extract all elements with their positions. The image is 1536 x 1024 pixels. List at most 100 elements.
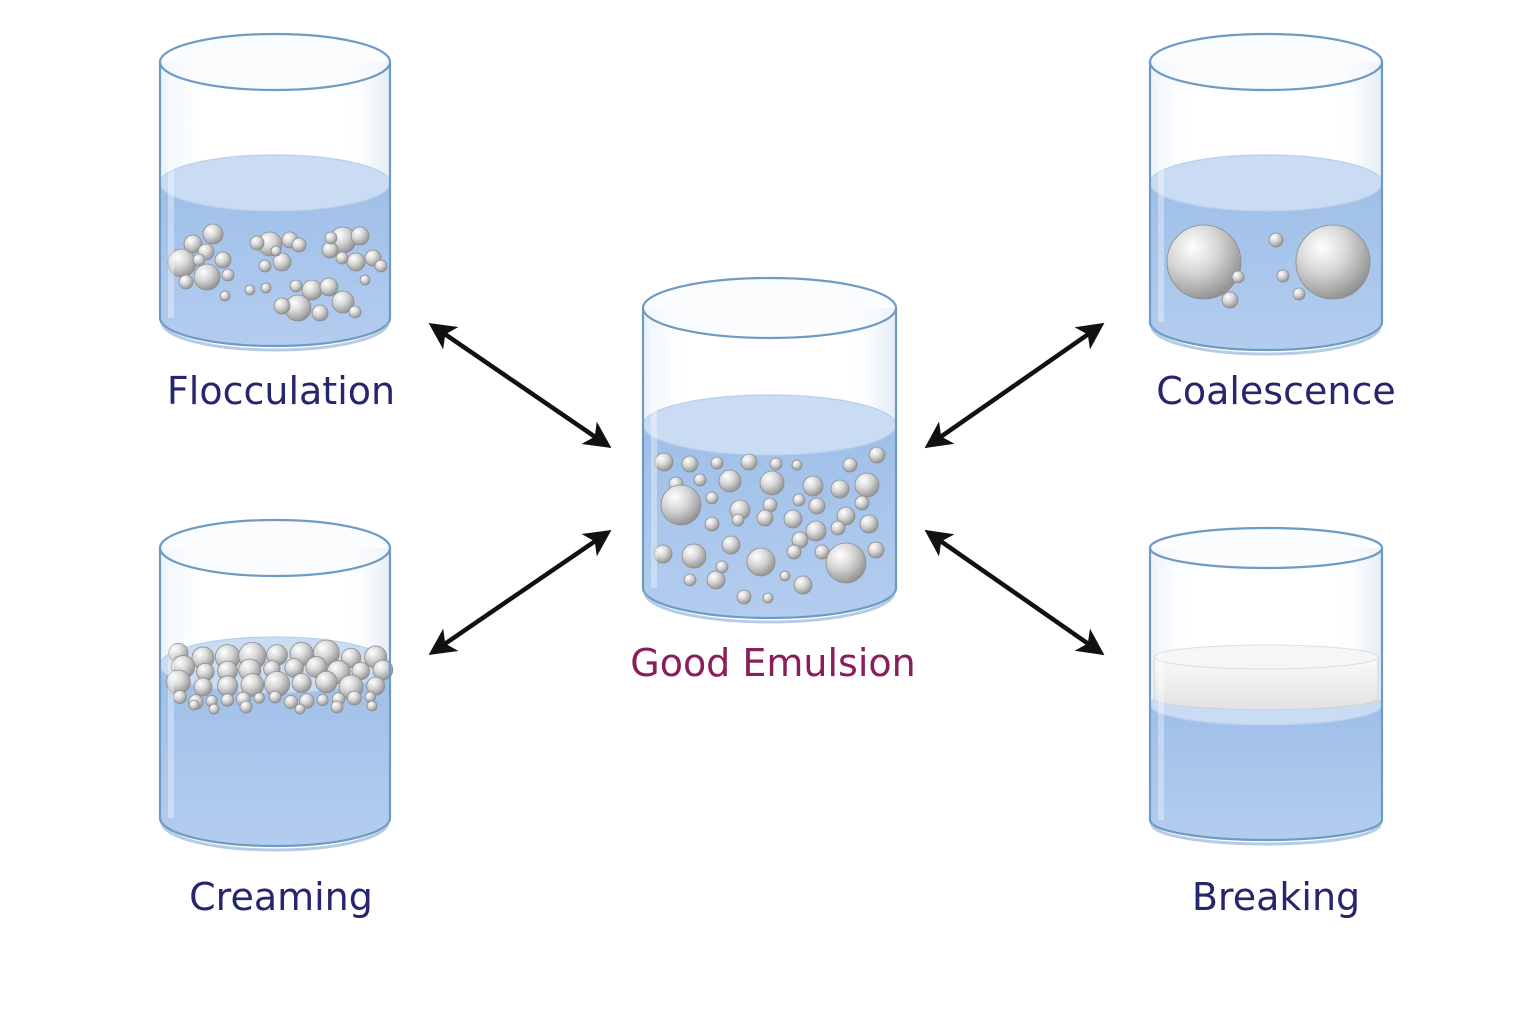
droplet [289, 279, 303, 293]
droplet [769, 457, 783, 471]
droplet [324, 231, 338, 245]
droplet [321, 241, 339, 259]
glass-highlight [1158, 82, 1164, 322]
glass-rim [1148, 32, 1384, 92]
droplet [273, 297, 291, 315]
label-breaking: Breaking [1191, 875, 1361, 919]
droplet [704, 516, 720, 532]
droplet [253, 692, 265, 704]
droplet [854, 495, 870, 511]
droplet [366, 700, 378, 712]
liquid [1150, 705, 1382, 840]
droplet [1166, 224, 1242, 300]
droplet [372, 659, 394, 681]
droplet [706, 570, 726, 590]
droplet [188, 699, 200, 711]
glass-highlight [651, 328, 657, 588]
droplet [193, 263, 221, 291]
droplet [1231, 270, 1245, 284]
droplet [721, 535, 741, 555]
droplet [294, 703, 306, 715]
glass-base [1150, 325, 1382, 356]
droplet [867, 541, 885, 559]
arrow-to-coalescence [924, 322, 1105, 449]
droplet [792, 493, 806, 507]
droplet [808, 497, 826, 515]
droplet [260, 282, 272, 294]
droplet [825, 542, 867, 584]
droplet [1295, 224, 1371, 300]
droplet [718, 469, 742, 493]
droplet [346, 252, 366, 272]
glass-base [160, 321, 390, 352]
beaker-good-emulsion [641, 276, 898, 624]
droplet [1268, 232, 1284, 248]
droplet [192, 253, 206, 267]
label-flocculation: Flocculation [166, 369, 396, 413]
droplet [374, 259, 388, 273]
droplet [311, 304, 329, 322]
droplet [786, 544, 802, 560]
droplet [202, 223, 224, 245]
glass-outline [1148, 548, 1384, 842]
glass-rim [158, 32, 392, 92]
droplet [331, 290, 355, 314]
droplet [283, 694, 298, 710]
droplet [693, 473, 707, 487]
liquid [1150, 183, 1382, 350]
droplet [660, 484, 702, 526]
droplet [783, 509, 803, 529]
droplet [364, 691, 376, 703]
droplet [793, 575, 813, 595]
label-good-emulsion: Good Emulsion [630, 641, 916, 685]
glass-base [1150, 823, 1382, 846]
droplet [350, 226, 370, 246]
droplet [779, 570, 791, 582]
droplet [258, 259, 272, 273]
droplet [683, 573, 697, 587]
droplet [316, 694, 329, 707]
droplet [219, 290, 231, 302]
droplet [859, 514, 879, 534]
droplet [291, 237, 307, 253]
droplet [740, 453, 758, 471]
glass-highlight [1158, 568, 1164, 820]
droplet [315, 670, 338, 694]
droplet [746, 547, 776, 577]
glass-outline [158, 548, 392, 848]
droplet [731, 513, 745, 527]
droplet [172, 689, 187, 705]
droplet [710, 456, 724, 470]
droplet [319, 277, 339, 297]
label-creaming: Creaming [189, 875, 373, 919]
label-coalescence: Coalescence [1156, 369, 1396, 413]
droplet [705, 491, 719, 505]
droplet [244, 284, 256, 296]
droplet [183, 234, 203, 254]
beaker-creaming [158, 518, 394, 852]
droplet [762, 592, 774, 604]
glass-rim [158, 518, 392, 578]
droplet [653, 544, 673, 564]
glass-outline [158, 62, 392, 348]
glass-outline [1148, 62, 1384, 352]
droplet [221, 268, 235, 282]
droplet [220, 693, 235, 707]
droplet [830, 479, 850, 499]
arrow-to-flocculation [428, 322, 612, 449]
droplet [217, 675, 239, 697]
liquid-surface [642, 394, 897, 456]
droplet [193, 677, 213, 697]
beaker-flocculation [158, 32, 392, 352]
glass-highlight [168, 82, 174, 318]
droplet [330, 700, 344, 714]
droplet [715, 560, 729, 574]
droplet [736, 589, 752, 605]
droplet [791, 459, 803, 471]
droplet [756, 509, 774, 527]
droplet [359, 274, 371, 286]
droplet [868, 446, 886, 464]
glass-base [643, 591, 896, 624]
oil-surface [1153, 644, 1379, 670]
